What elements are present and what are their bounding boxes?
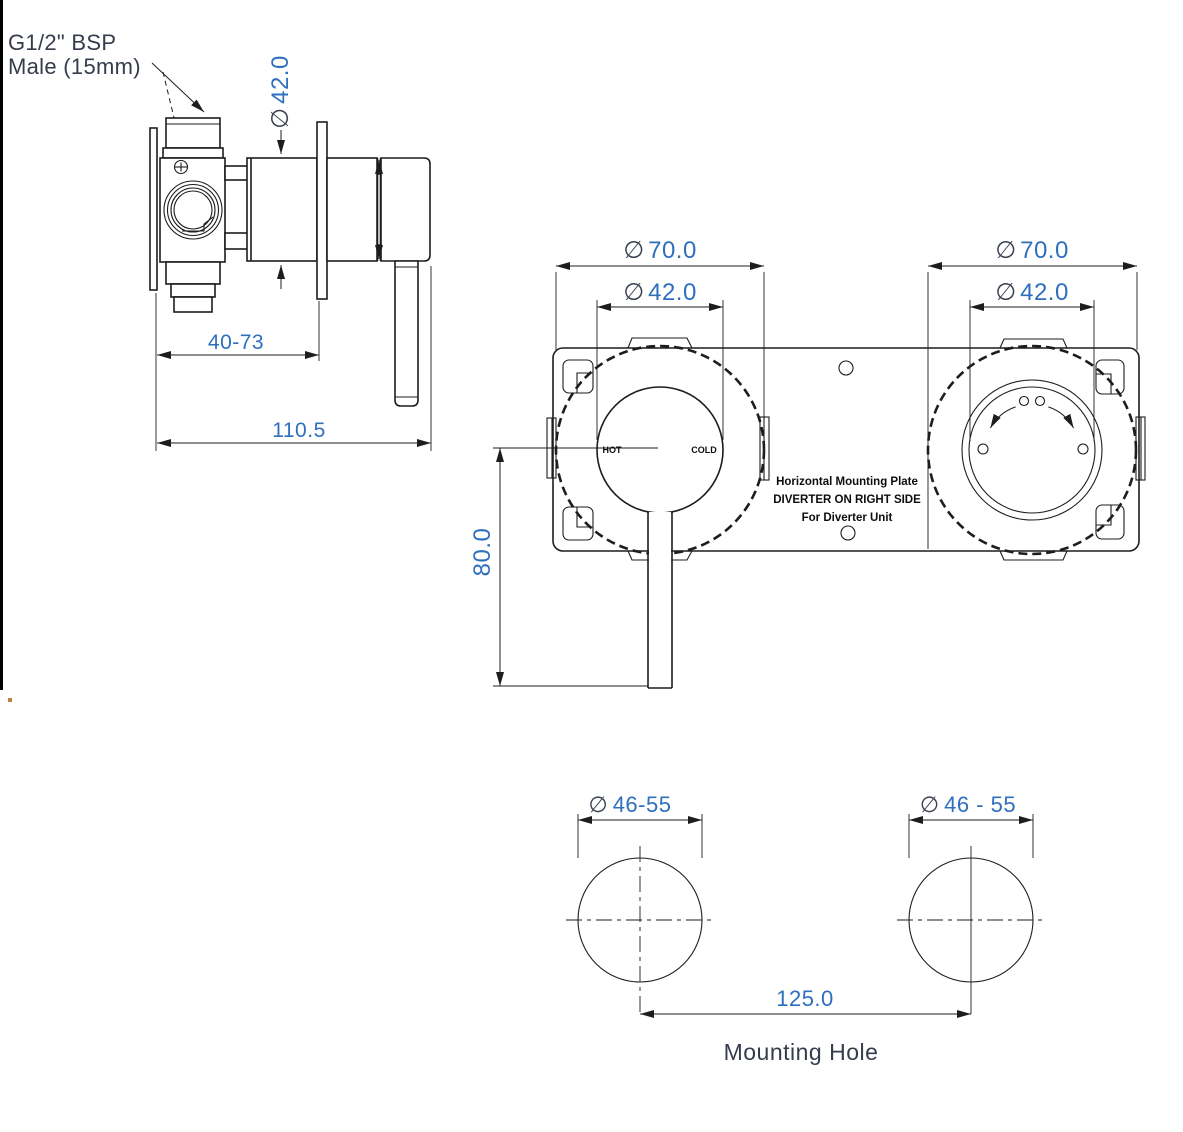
side-view-dimensions: ∅42.0 40-73 110.5 bbox=[155, 55, 432, 451]
plate-text-block: Horizontal Mounting Plate DIVERTER ON RI… bbox=[773, 476, 921, 524]
valve-body bbox=[159, 117, 252, 313]
scan-artifact bbox=[0, 0, 12, 702]
plate-tabs bbox=[627, 337, 1068, 561]
escutcheon-flange bbox=[316, 121, 328, 300]
plate-text-line2: DIVERTER ON RIGHT SIDE bbox=[773, 494, 921, 506]
mixer-rosette bbox=[554, 344, 766, 689]
diverter-index-dot bbox=[1034, 395, 1046, 407]
depth-range-value: 40-73 bbox=[208, 331, 264, 354]
plate-hole-top bbox=[838, 360, 854, 376]
plate-corner-cutouts bbox=[562, 359, 1125, 541]
connection-label-line2: Male (15mm) bbox=[8, 54, 141, 79]
hot-label: HOT bbox=[603, 445, 623, 455]
trim-diameter-label: ∅42.0 bbox=[267, 55, 294, 129]
bleed-screw bbox=[173, 159, 189, 175]
mounting-hole-view: ∅46-55 ∅46 - 55 125.0 Mounting Hole bbox=[566, 792, 1046, 1065]
diverter-index-dot bbox=[1018, 395, 1030, 407]
mounting-hole-caption: Mounting Hole bbox=[724, 1039, 879, 1065]
right-dia70-value: ∅70.0 bbox=[995, 237, 1069, 264]
plate-hole-bottom bbox=[840, 525, 856, 541]
mounting-dimensions: ∅46-55 ∅46 - 55 125.0 bbox=[577, 792, 1034, 1018]
plate-text-line1: Horizontal Mounting Plate bbox=[776, 476, 918, 488]
side-view: G1/2" BSP Male (15mm) bbox=[8, 30, 432, 451]
diverter-screw-hole bbox=[977, 443, 989, 455]
front-view: Horizontal Mounting Plate DIVERTER ON RI… bbox=[469, 237, 1146, 689]
rotation-arrow-right bbox=[1048, 406, 1075, 429]
left-dia42-value: ∅42.0 bbox=[623, 279, 697, 306]
handle-base bbox=[326, 157, 431, 262]
handle-length-value: 80.0 bbox=[469, 528, 496, 577]
left-dia70-value: ∅70.0 bbox=[623, 237, 697, 264]
diverter-screw-hole bbox=[1077, 443, 1089, 455]
diverter-rosette bbox=[926, 344, 1138, 556]
handle-lever bbox=[394, 260, 419, 407]
left-hole-dia-value: ∅46-55 bbox=[589, 792, 672, 817]
connection-label-line1: G1/2" BSP bbox=[8, 30, 116, 55]
mixer-handle-front bbox=[647, 512, 673, 689]
inlet-port-threads bbox=[163, 180, 223, 240]
plate-text-line3: For Diverter Unit bbox=[802, 512, 893, 524]
leader-line-top-port bbox=[151, 62, 205, 113]
hole-spacing-value: 125.0 bbox=[776, 986, 834, 1011]
trim-sleeve bbox=[246, 157, 318, 262]
wall-bracket-plate bbox=[149, 127, 158, 291]
right-dia42-value: ∅42.0 bbox=[995, 279, 1069, 306]
cold-label: COLD bbox=[691, 445, 717, 455]
total-depth-value: 110.5 bbox=[272, 419, 326, 442]
mounting-plate-outline bbox=[552, 347, 1140, 552]
rotation-arrow-left bbox=[989, 406, 1016, 429]
right-hole-dia-value: ∅46 - 55 bbox=[920, 792, 1016, 817]
front-view-dimensions: ∅70.0 ∅42.0 ∅70.0 ∅42.0 bbox=[469, 237, 1138, 687]
